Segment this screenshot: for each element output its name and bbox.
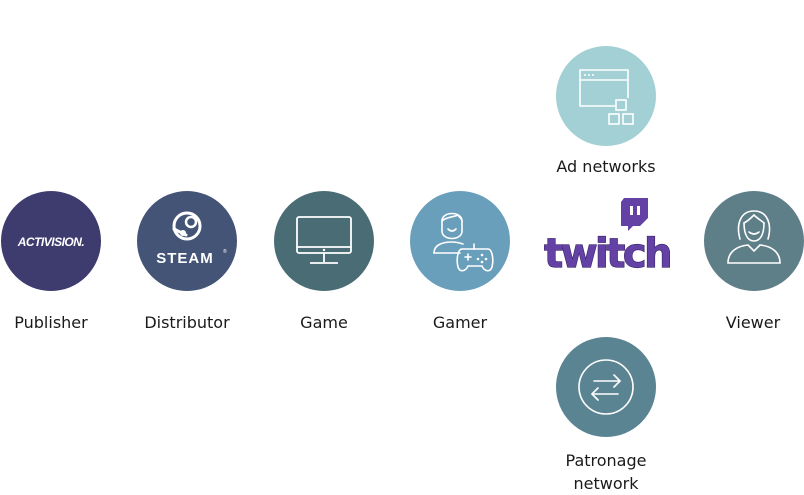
svg-text:ACTIVISION.: ACTIVISION. (17, 235, 85, 249)
svg-text:®: ® (223, 248, 227, 255)
twitch-glitch-icon (621, 198, 648, 231)
steam-logo: STEAM ® (156, 211, 227, 267)
game-label: Game (300, 313, 348, 332)
publisher-label: Publisher (14, 313, 88, 332)
distributor-label: Distributor (144, 313, 230, 332)
gamer-label: Gamer (432, 313, 488, 332)
gamer-controller-icon (433, 212, 494, 272)
browser-window-icon (579, 69, 634, 125)
monitor-icon (296, 216, 352, 264)
ad-networks-node (556, 46, 656, 146)
activision-logo: ACTIVISION. (17, 235, 85, 249)
patronage-network-node (556, 337, 656, 437)
svg-text:STEAM: STEAM (156, 250, 214, 267)
patronage-network-label: Patronage network (536, 449, 676, 495)
twitch-logo: twitch (544, 196, 670, 276)
distributor-node: STEAM ® (137, 191, 237, 291)
publisher-node: ACTIVISION. (1, 191, 101, 291)
patronage-label-line1: Patronage (565, 451, 647, 470)
ad-networks-label: Ad networks (556, 157, 656, 176)
exchange-arrows-icon (578, 359, 634, 415)
svg-text:twitch: twitch (544, 231, 670, 276)
viewer-label: Viewer (725, 313, 781, 332)
viewer-node (704, 191, 804, 291)
game-node (274, 191, 374, 291)
patronage-label-line2: network (573, 474, 639, 493)
gamer-node (410, 191, 510, 291)
viewer-person-icon (727, 210, 781, 264)
